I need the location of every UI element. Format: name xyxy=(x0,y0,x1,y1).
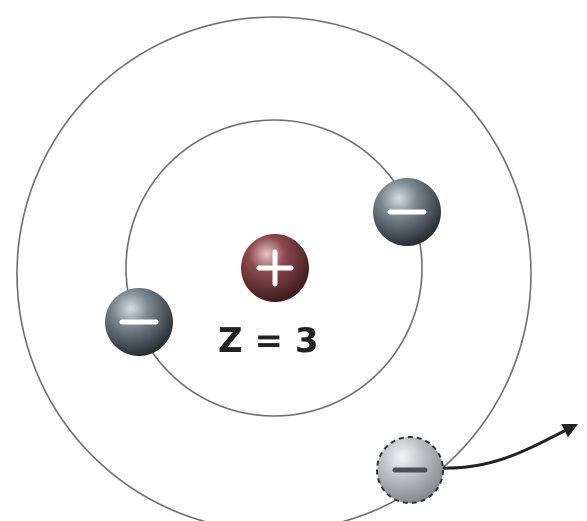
electron-inner-left xyxy=(105,288,173,356)
ejection-arrow xyxy=(440,426,574,468)
atomic-number-label: Z = 3 xyxy=(218,321,318,361)
electron-inner-right xyxy=(373,178,441,246)
electron-ejected xyxy=(377,437,443,503)
nucleus xyxy=(241,234,309,302)
